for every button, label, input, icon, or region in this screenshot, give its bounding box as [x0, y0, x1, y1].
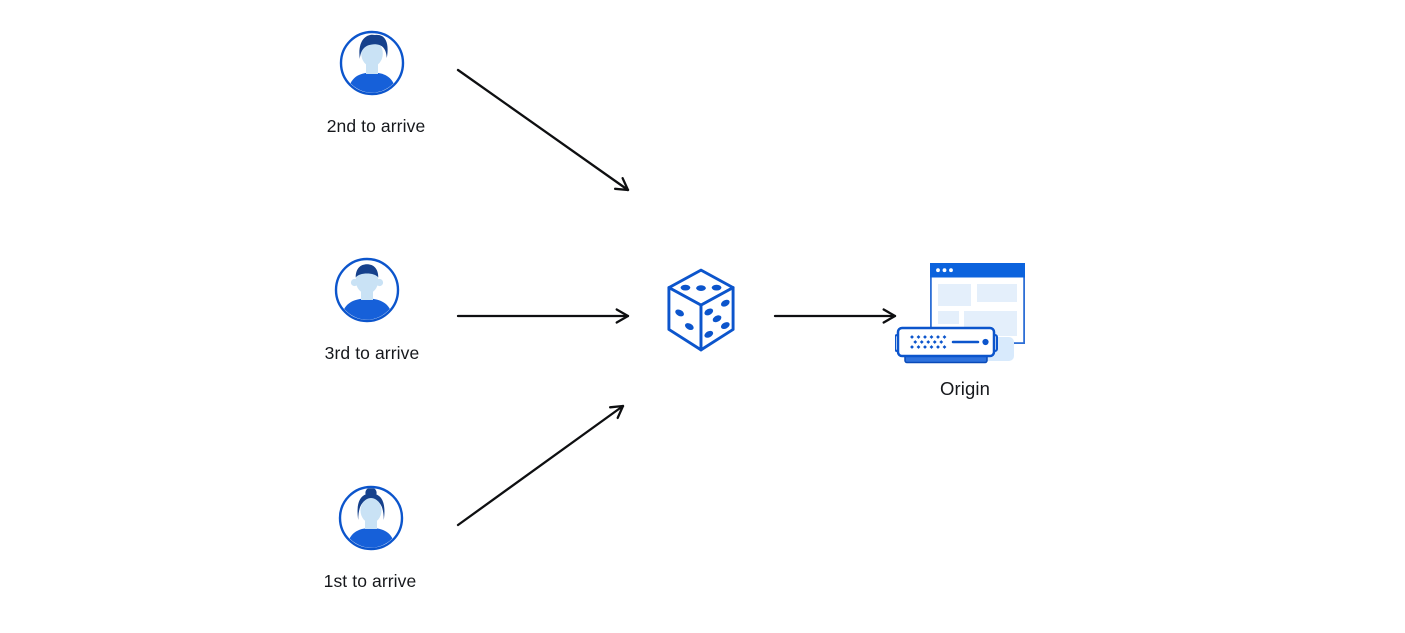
visitor-2nd-label: 2nd to arrive — [326, 116, 426, 136]
user-avatar-man-swept-hair-icon — [339, 30, 405, 96]
server-vent-pattern — [910, 335, 947, 349]
user-avatar-woman-bun-icon — [338, 485, 404, 551]
visitor-3rd-label: 3rd to arrive — [324, 343, 420, 363]
dice-icon — [667, 268, 735, 352]
origin-label: Origin — [940, 378, 990, 399]
dice-pips — [675, 284, 730, 338]
arrow-visitor3-to-dice — [456, 308, 630, 324]
browser-window-dots — [936, 268, 953, 273]
origin-server-icon — [895, 326, 998, 364]
arrow-visitor2-to-dice — [456, 68, 630, 192]
visitor-1st-label: 1st to arrive — [323, 571, 417, 591]
user-avatar-man-short-hair-icon — [334, 257, 400, 323]
origin-icon — [895, 262, 1025, 364]
arrow-visitor1-to-dice — [456, 404, 625, 527]
arrow-dice-to-origin — [773, 308, 897, 324]
